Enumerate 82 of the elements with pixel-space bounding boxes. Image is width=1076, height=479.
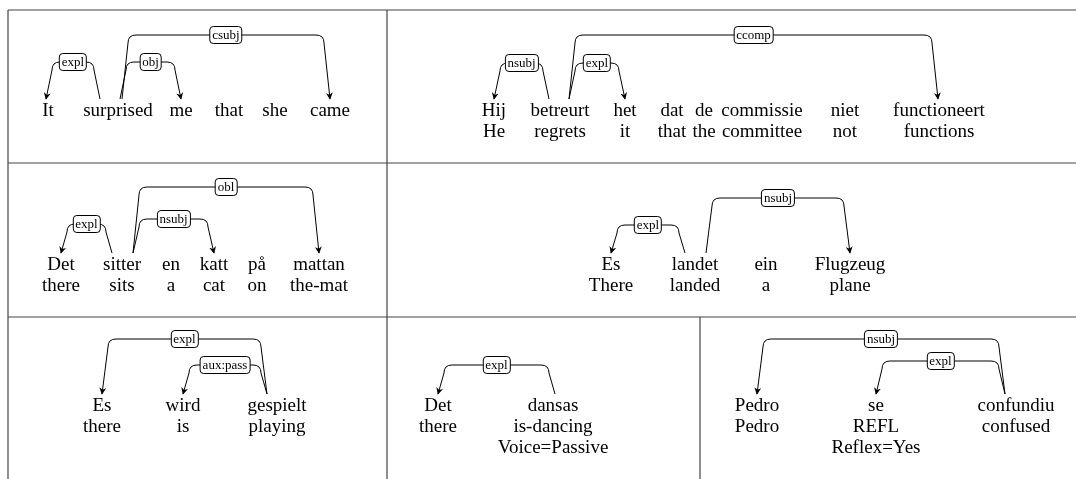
gloss: the-mat (290, 274, 348, 295)
word: Es (92, 394, 112, 415)
dependency-arc (119, 61, 184, 100)
gloss: regrets (534, 120, 586, 141)
edge-label: ccomp (733, 26, 774, 44)
word: wird (165, 394, 201, 415)
word: confundiu (977, 394, 1055, 415)
edge-label: expl (633, 216, 663, 234)
word: Flugzeug (814, 253, 886, 274)
edge-label: csubj (209, 26, 243, 44)
gloss: confused (981, 415, 1051, 436)
edge-label: obj (139, 53, 162, 71)
gloss: committee (721, 120, 803, 141)
word: that (214, 99, 244, 120)
gloss: playing (248, 415, 306, 436)
gloss: sits (109, 274, 135, 295)
word: Det (47, 253, 75, 274)
gloss: REFL (852, 415, 900, 436)
edge-label: nsubj (863, 330, 899, 348)
gloss: not (832, 120, 858, 141)
word: het (613, 99, 637, 120)
dependency-arc (121, 34, 333, 100)
feature-annotation: Reflex=Yes (831, 436, 921, 457)
word: katt (199, 253, 229, 274)
dependency-arc (568, 34, 941, 100)
word: en (162, 253, 180, 274)
edge-label: nsubj (760, 189, 796, 207)
word: se (868, 394, 884, 415)
edge-label: expl (72, 215, 101, 233)
word: sitter (103, 253, 141, 274)
gloss: a (166, 274, 176, 295)
word: Es (601, 253, 621, 274)
edge-label: aux:pass (199, 356, 251, 374)
word: she (262, 99, 288, 120)
word: surprised (83, 99, 153, 120)
gloss: plane (829, 274, 871, 295)
word: niet (830, 99, 860, 120)
word: came (309, 99, 351, 120)
gloss: cat (202, 274, 226, 295)
gloss: on (247, 274, 267, 295)
dependency-arc (754, 338, 1006, 395)
word: Hij (481, 99, 507, 120)
gloss: there (419, 415, 457, 436)
edge-label: nsubj (156, 210, 191, 228)
word: ein (754, 253, 778, 274)
gloss: a (761, 274, 771, 295)
gloss: is-dancing (513, 415, 593, 436)
gloss: He (482, 120, 506, 141)
gloss: it (619, 120, 631, 141)
edge-label: expl (170, 330, 199, 348)
word: landet (671, 253, 719, 274)
gloss: that (657, 120, 687, 141)
feature-annotation: Voice=Passive (497, 436, 609, 457)
word: de (695, 99, 713, 120)
word: Pedro (734, 394, 780, 415)
word: Det (424, 394, 452, 415)
edge-label: obl (214, 178, 238, 196)
word: dat (660, 99, 684, 120)
edge-label: expl (582, 54, 612, 72)
word: functioneert (893, 99, 985, 120)
gloss: functions (903, 120, 975, 141)
gloss: there (83, 415, 121, 436)
gloss: landed (669, 274, 721, 295)
word: gespielt (247, 394, 307, 415)
gloss: is (176, 415, 190, 436)
word: commissie (721, 99, 803, 120)
edge-label: expl (482, 356, 511, 374)
word: på (248, 253, 266, 274)
word: It (42, 99, 54, 120)
gloss: Pedro (734, 415, 780, 436)
gloss: the (692, 120, 716, 141)
edge-label: expl (926, 352, 955, 370)
gloss: there (42, 274, 80, 295)
dependency-arc (99, 338, 268, 395)
gloss: There (588, 274, 634, 295)
word: mattan (293, 253, 345, 274)
word: dansas (527, 394, 579, 415)
word: me (169, 99, 193, 120)
word: betreurt (530, 99, 590, 120)
edge-label: nsubj (504, 54, 539, 72)
edge-label: expl (58, 53, 88, 71)
dependency-arc (132, 186, 322, 254)
